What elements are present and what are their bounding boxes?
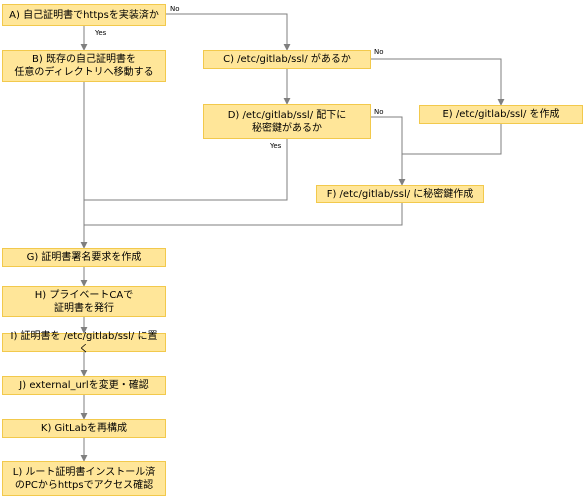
edge-f-to-g [84,203,403,226]
edge-c-to-e [371,58,505,106]
node-i: I) 証明書を /etc/gitlab/ssl/ に置く [2,331,166,355]
node-a: A) 自己証明書でhttpsを実装済か [2,4,166,26]
node-j: J) external_urlを変更・確認 [2,376,166,395]
node-e: E) /etc/gitlab/ssl/ を作成 [419,105,583,124]
node-c: C) /etc/gitlab/ssl/ があるか [203,50,371,69]
node-k: K) GitLabを再構成 [2,419,166,438]
node-g: G) 証明書署名要求を作成 [2,248,166,267]
edge-label-c-no: No [374,48,384,56]
node-h: H) プライベートCAで 証明書を発行 [2,286,166,317]
node-f: F) /etc/gitlab/ssl/ に秘密鍵作成 [316,185,484,203]
edge-a-to-c [166,13,291,51]
edge-e-to-f [402,124,502,155]
node-b: B) 既存の自己証明書を 任意のディレクトリへ移動する [2,50,166,82]
node-d: D) /etc/gitlab/ssl/ 配下に 秘密鍵があるか [203,104,371,139]
edge-d-to-g [84,139,288,201]
node-l: L) ルート証明書インストール済 のPCからhttpsでアクセス確認 [2,461,166,496]
edge-d-to-f [371,116,406,186]
edge-label-a-yes: Yes [95,29,107,37]
edge-label-a-no: No [170,5,180,13]
edge-label-d-no: No [374,108,384,116]
edge-label-d-yes: Yes [270,142,282,150]
